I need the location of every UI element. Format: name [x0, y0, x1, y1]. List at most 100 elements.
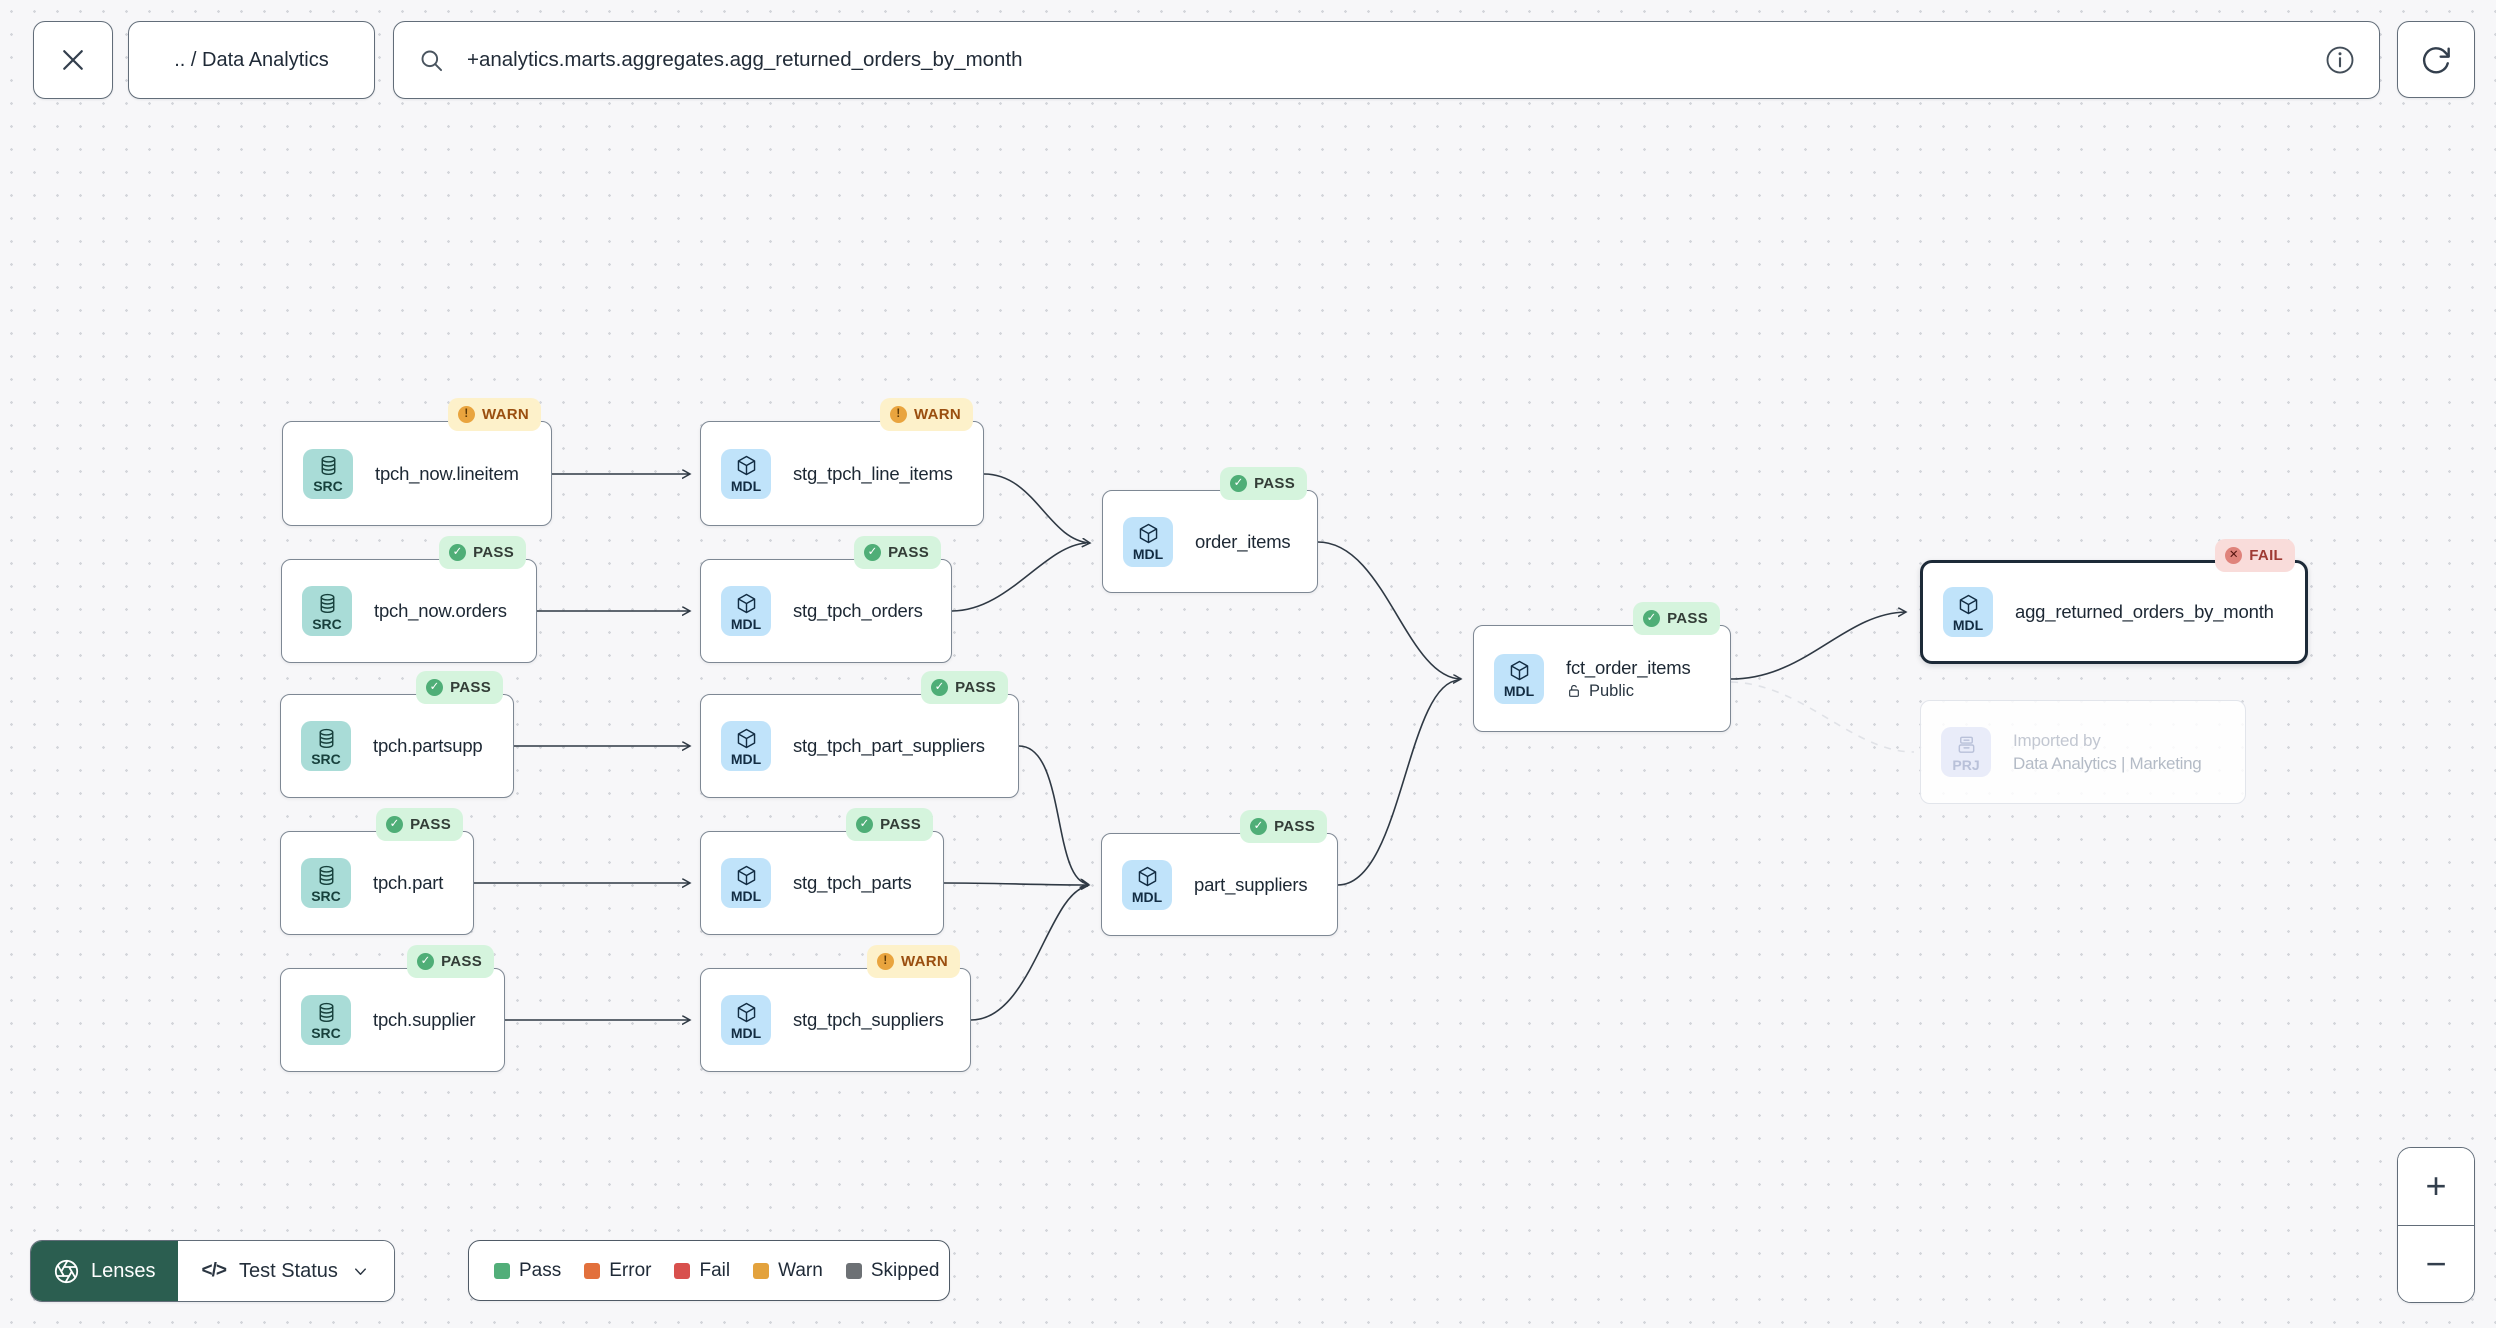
- status-badge: !WARN: [866, 945, 960, 978]
- aperture-icon: [53, 1258, 80, 1285]
- breadcrumb-label: .. / Data Analytics: [174, 48, 329, 71]
- node-label: stg_tpch_suppliers: [793, 1009, 944, 1030]
- status-badge: ✕FAIL: [2215, 539, 2295, 572]
- node-label: tpch.partsupp: [373, 735, 483, 756]
- chevron-down-icon: [351, 1262, 370, 1281]
- lenses-label: Lenses: [91, 1259, 156, 1282]
- zoom-out-button[interactable]: −: [2398, 1224, 2474, 1302]
- imported-by-projects: Data Analytics | Marketing: [2013, 753, 2202, 773]
- status-badge: ✓PASS: [407, 945, 494, 978]
- warn-icon: !: [889, 406, 907, 423]
- node-label: stg_tpch_parts: [793, 872, 912, 893]
- archive-icon: [1959, 737, 1973, 752]
- lens-selector-dropdown[interactable]: </> Test Status: [177, 1241, 394, 1301]
- source-type-chip: SRC: [301, 995, 351, 1045]
- refresh-icon: [2420, 44, 2452, 76]
- node-label: tpch.supplier: [373, 1009, 476, 1030]
- lock-open-icon: [1566, 683, 1582, 699]
- status-badge: !WARN: [447, 398, 541, 431]
- check-icon: ✓: [449, 544, 467, 561]
- check-icon: ✓: [1250, 818, 1268, 835]
- node-tpch-part[interactable]: ✓PASS SRC tpch.part: [280, 808, 474, 935]
- node-stg-tpch-orders[interactable]: ✓PASS MDL stg_tpch_orders: [700, 536, 952, 663]
- node-stg-tpch-parts[interactable]: ✓PASS MDL stg_tpch_parts: [700, 808, 944, 935]
- check-icon: ✓: [417, 953, 435, 970]
- code-icon: </>: [201, 1260, 228, 1281]
- node-order-items[interactable]: ✓PASS MDL order_items: [1102, 467, 1318, 593]
- legend-item-warn: Warn: [753, 1260, 823, 1282]
- node-stg-tpch-part-suppliers[interactable]: ✓PASS MDL stg_tpch_part_suppliers: [700, 671, 1019, 798]
- legend-item-skipped: Skipped: [845, 1260, 939, 1282]
- node-label: order_items: [1195, 530, 1291, 552]
- status-badge: ✓PASS: [854, 536, 941, 569]
- node-label: fct_order_items: [1566, 656, 1691, 678]
- node-label: tpch.part: [373, 872, 444, 893]
- database-icon: [322, 457, 334, 475]
- zoom-in-button[interactable]: +: [2398, 1148, 2474, 1225]
- source-type-chip: SRC: [302, 586, 352, 636]
- database-icon: [320, 1003, 332, 1021]
- node-label: tpch_now.lineitem: [375, 462, 519, 484]
- info-icon[interactable]: [2325, 45, 2355, 75]
- cube-icon: [1139, 867, 1155, 885]
- breadcrumb[interactable]: .. / Data Analytics: [128, 21, 375, 99]
- check-icon: ✓: [856, 816, 874, 833]
- cube-icon: [1140, 524, 1156, 542]
- node-tpch-now-orders[interactable]: ✓PASS SRC tpch_now.orders: [281, 536, 537, 663]
- database-icon: [320, 866, 332, 884]
- model-type-chip: MDL: [721, 721, 771, 771]
- skipped-swatch: [845, 1262, 862, 1279]
- node-label: stg_tpch_part_suppliers: [793, 735, 985, 756]
- warn-swatch: [753, 1262, 770, 1279]
- visibility-row: Public: [1566, 682, 1691, 701]
- database-icon: [320, 729, 332, 747]
- status-badge: ✓PASS: [1633, 602, 1720, 635]
- lenses-control: Lenses </> Test Status: [30, 1240, 395, 1302]
- node-part-suppliers[interactable]: ✓PASS MDL part_suppliers: [1101, 810, 1338, 936]
- pass-swatch: [494, 1262, 510, 1279]
- database-icon: [321, 594, 333, 612]
- search-bar[interactable]: [393, 21, 2380, 99]
- node-agg-returned-orders-by-month[interactable]: ✕FAIL MDL agg_returned_orders_by_month: [1920, 539, 2308, 664]
- node-tpch-supplier[interactable]: ✓PASS SRC tpch.supplier: [280, 945, 505, 1072]
- lenses-button[interactable]: Lenses: [31, 1241, 178, 1301]
- refresh-button[interactable]: [2397, 21, 2475, 98]
- status-badge: ✓PASS: [376, 808, 463, 841]
- model-type-chip: MDL: [1943, 587, 1993, 637]
- search-icon: [418, 47, 445, 74]
- legend-item-error: Error: [584, 1260, 651, 1282]
- status-badge: !WARN: [879, 398, 973, 431]
- model-type-chip: MDL: [721, 448, 771, 499]
- node-label: part_suppliers: [1194, 873, 1308, 895]
- node-stg-tpch-suppliers[interactable]: !WARN MDL stg_tpch_suppliers: [700, 945, 971, 1072]
- close-button[interactable]: [33, 21, 113, 99]
- status-badge: ✓PASS: [416, 671, 503, 704]
- legend-item-pass: Pass: [494, 1260, 561, 1282]
- model-type-chip: MDL: [1122, 859, 1172, 910]
- check-icon: ✓: [386, 816, 404, 833]
- cube-icon: [738, 729, 754, 747]
- search-input[interactable]: [465, 47, 2305, 73]
- node-tpch-now-lineitem[interactable]: !WARN SRC tpch_now.lineitem: [282, 398, 552, 526]
- node-imported-by-projects: PRJ Imported by Data Analytics | Marketi…: [1920, 700, 2246, 804]
- fail-swatch: [674, 1262, 691, 1279]
- fail-icon: ✕: [2225, 547, 2243, 564]
- cube-icon: [738, 866, 754, 884]
- check-icon: ✓: [426, 679, 444, 696]
- model-type-chip: MDL: [721, 858, 771, 908]
- status-badge: ✓PASS: [439, 536, 526, 569]
- check-icon: ✓: [1643, 610, 1661, 627]
- warn-icon: !: [457, 406, 475, 423]
- source-type-chip: SRC: [301, 858, 351, 908]
- cube-icon: [738, 1003, 754, 1021]
- warn-icon: !: [876, 953, 894, 970]
- node-stg-tpch-line-items[interactable]: !WARN MDL stg_tpch_line_items: [700, 398, 984, 526]
- error-swatch: [584, 1262, 601, 1279]
- node-fct-order-items[interactable]: ✓PASS MDL fct_order_items Public: [1473, 602, 1731, 732]
- node-tpch-partsupp[interactable]: ✓PASS SRC tpch.partsupp: [280, 671, 514, 798]
- model-type-chip: MDL: [721, 586, 771, 636]
- imported-by-title: Imported by: [2013, 730, 2101, 750]
- model-type-chip: MDL: [1494, 653, 1544, 704]
- model-type-chip: MDL: [1123, 516, 1173, 567]
